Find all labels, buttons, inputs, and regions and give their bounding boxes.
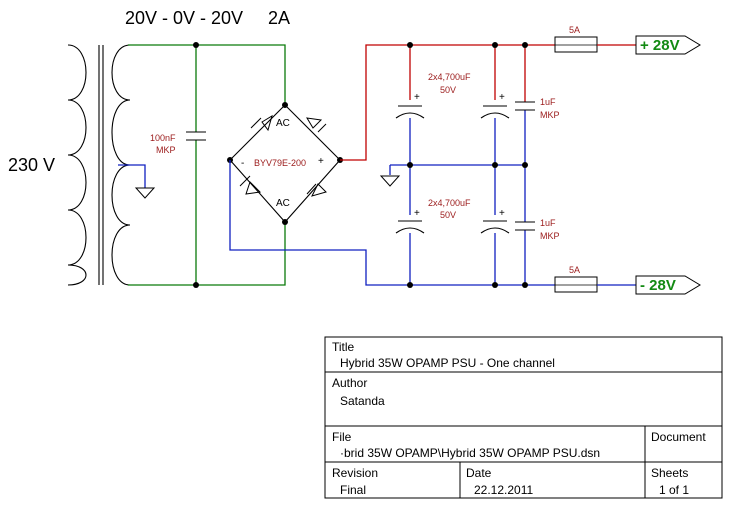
electrolytic-capacitor xyxy=(480,105,510,119)
snubber-cap-value: 100nF xyxy=(150,133,176,143)
positive-output-connector xyxy=(635,35,701,55)
bulk-cap-top-voltage: 50V xyxy=(440,85,456,95)
author-label: Author xyxy=(332,376,367,390)
cap-plus-label: + xyxy=(414,208,420,219)
author-value: Satanda xyxy=(340,394,385,408)
ground-symbol-caps xyxy=(379,175,401,187)
negative-output-connector xyxy=(635,275,701,295)
title-block xyxy=(324,336,723,499)
film-cap-bottom-value: 1uF xyxy=(540,218,556,228)
date-label: Date xyxy=(466,466,492,480)
junction-dot xyxy=(522,42,528,48)
snubber-capacitor xyxy=(186,131,206,141)
title-label: Title xyxy=(332,340,355,354)
center-tap-wire xyxy=(118,164,146,188)
junction-dot xyxy=(193,282,199,288)
diode-icon xyxy=(306,117,327,133)
ac-wire-bottom xyxy=(128,222,286,286)
primary-voltage-label: 230 V xyxy=(8,155,55,175)
transformer-rating-label: 20V - 0V - 20V xyxy=(125,8,243,28)
junction-dot xyxy=(522,162,528,168)
negative-output-label: - 28V xyxy=(640,277,676,294)
primary-winding xyxy=(67,44,87,286)
junction-dot xyxy=(522,282,528,288)
bridge-ac-bottom-label: AC xyxy=(276,198,290,209)
title-value: Hybrid 35W OPAMP PSU - One channel xyxy=(340,356,555,370)
file-label: File xyxy=(332,430,352,444)
revision-value: Final xyxy=(340,483,366,497)
diode-icon xyxy=(250,114,273,132)
bridge-minus-label: - xyxy=(241,158,244,169)
film-cap-bottom-type: MKP xyxy=(540,231,560,241)
sheets-value: 1 of 1 xyxy=(659,483,689,497)
junction-dot xyxy=(492,282,498,288)
film-cap-top-value: 1uF xyxy=(540,97,556,107)
ac-wire-top xyxy=(128,44,286,105)
fuse-bottom xyxy=(554,276,598,293)
diode-icon xyxy=(306,183,327,197)
fuse-top xyxy=(554,36,598,53)
junction-dot xyxy=(407,162,413,168)
sheets-label: Sheets xyxy=(651,466,688,480)
film-cap-top-type: MKP xyxy=(540,110,560,120)
bridge-rectifier xyxy=(229,104,341,223)
snubber-cap-type: MKP xyxy=(156,145,176,155)
cap-plus-label: + xyxy=(499,208,505,219)
bulk-cap-bottom-voltage: 50V xyxy=(440,210,456,220)
document-label: Document xyxy=(651,430,706,444)
secondary-winding xyxy=(111,44,131,286)
junction-dot xyxy=(492,162,498,168)
bridge-ac-top-label: AC xyxy=(276,118,290,129)
junction-dot xyxy=(492,42,498,48)
junction-dot xyxy=(407,282,413,288)
date-value: 22.12.2011 xyxy=(474,483,533,497)
electrolytic-capacitor xyxy=(395,220,425,234)
film-capacitor xyxy=(515,101,535,111)
electrolytic-capacitor xyxy=(480,220,510,234)
diode-icon xyxy=(239,175,262,195)
file-value: ·brid 35W OPAMP\Hybrid 35W OPAMP PSU.dsn xyxy=(340,446,600,460)
ground-symbol-tap xyxy=(134,187,156,199)
fuse-top-rating: 5A xyxy=(569,25,580,35)
fuse-bottom-rating: 5A xyxy=(569,265,580,275)
cap-plus-label: + xyxy=(499,92,505,103)
bridge-part-label: BYV79E-200 xyxy=(254,158,306,168)
cap-plus-label: + xyxy=(414,92,420,103)
transformer xyxy=(67,44,131,286)
bulk-cap-top-value: 2x4,700uF xyxy=(428,72,471,82)
bulk-cap-bottom-value: 2x4,700uF xyxy=(428,198,471,208)
current-rating-label: 2A xyxy=(268,8,290,28)
positive-output-label: + 28V xyxy=(640,37,680,54)
positive-rail-wire xyxy=(340,44,555,161)
revision-label: Revision xyxy=(332,466,378,480)
bridge-plus-label: + xyxy=(318,156,324,167)
negative-rail-wire xyxy=(229,160,555,286)
junction-dot xyxy=(407,42,413,48)
film-capacitor xyxy=(515,221,535,231)
junction-dot xyxy=(193,42,199,48)
electrolytic-capacitor xyxy=(395,105,425,119)
